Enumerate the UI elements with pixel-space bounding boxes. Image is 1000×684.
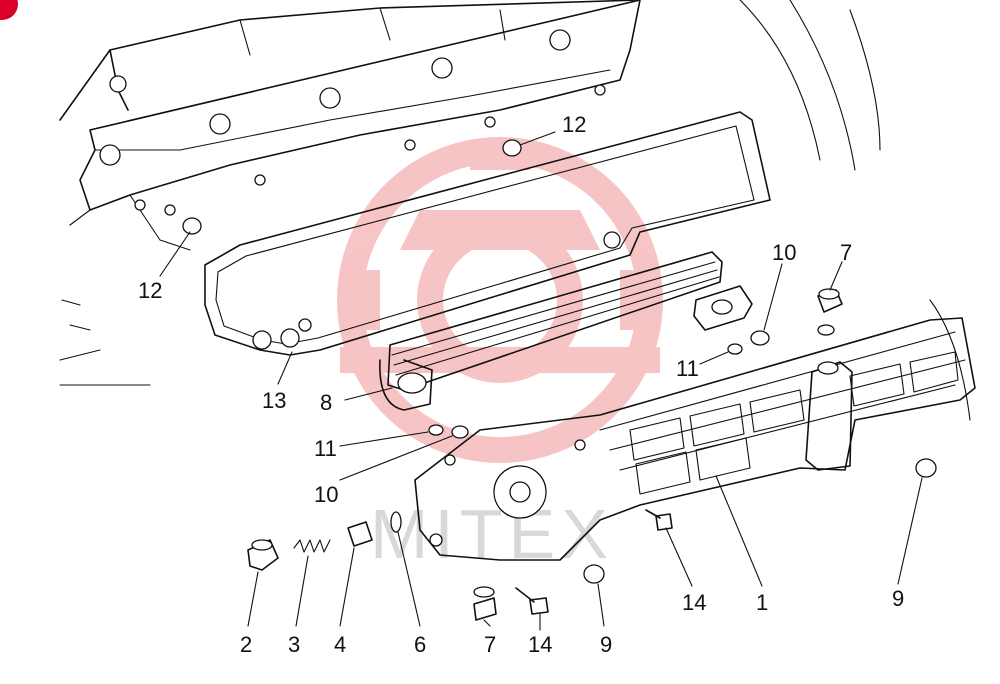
oil-cooler-element-part-8 — [379, 251, 753, 411]
callout-3: 3 — [288, 632, 300, 657]
corner-badge — [0, 0, 18, 20]
plug-part-9-right — [915, 458, 937, 478]
gasket-part-13 — [204, 111, 771, 356]
callout-6: 6 — [414, 632, 426, 657]
plug-part-12-upper — [502, 139, 522, 157]
callout-14-upper: 14 — [682, 590, 706, 615]
plug-part-9-lower — [583, 564, 605, 584]
callout-10-upper: 10 — [772, 240, 796, 265]
bolt-part-14-lower — [515, 587, 549, 615]
callout-7-upper: 7 — [840, 240, 852, 265]
plug-part-7-lower — [473, 586, 497, 621]
o-rings — [428, 324, 835, 439]
callout-4: 4 — [334, 632, 346, 657]
plug-part-7-upper — [817, 288, 843, 313]
oil-cooler-cover-part-1 — [414, 317, 976, 561]
callout-8: 8 — [320, 390, 332, 415]
callout-12-upper: 12 — [562, 112, 586, 137]
plug-part-12-lower — [182, 217, 202, 235]
callout-9-lower: 9 — [600, 632, 612, 657]
callout-11-left: 11 — [314, 436, 337, 461]
o-ring-part-6 — [390, 511, 402, 533]
valve-part-4 — [347, 521, 373, 547]
callout-12-lower: 12 — [138, 278, 162, 303]
bolt-part-14-upper — [645, 509, 673, 531]
cylinder-block-outline — [59, 0, 971, 421]
callout-11-right: 11 — [676, 356, 699, 381]
leader-lines — [159, 131, 923, 631]
callout-10-lower: 10 — [314, 482, 338, 507]
watermark-logo — [337, 137, 663, 463]
callout-14-lower: 14 — [528, 632, 552, 657]
callout-13: 13 — [262, 388, 286, 413]
callout-2: 2 — [240, 632, 252, 657]
plug-part-2 — [247, 539, 279, 571]
callout-7-lower: 7 — [484, 632, 496, 657]
callout-9-right: 9 — [892, 586, 904, 611]
callout-labels: 12 12 10 7 13 8 11 11 10 2 3 4 6 7 14 9 … — [138, 112, 904, 657]
watermark-text: MITEX — [370, 495, 614, 573]
spring-part-3 — [293, 539, 331, 553]
callout-1: 1 — [756, 590, 768, 615]
